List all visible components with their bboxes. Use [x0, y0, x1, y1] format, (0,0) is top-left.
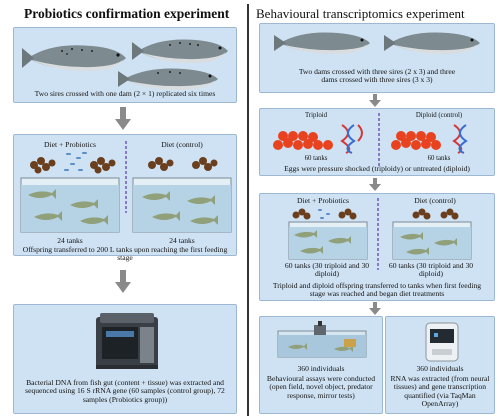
left-crossing-caption: Two sires crossed with one dam (2 × 1) r…	[34, 89, 216, 98]
behaviour-arena-icon	[277, 321, 367, 358]
left-diet-box: Diet + Probiotics Diet (control) 24 tank…	[13, 134, 237, 262]
rna-extraction-box: 360 individuals RNA was extracted (from …	[385, 316, 495, 414]
down-arrow-icon	[369, 302, 381, 315]
dashed-separator	[378, 113, 380, 167]
fish-tank-icon	[392, 221, 472, 260]
eggs-dna-icon	[391, 124, 468, 154]
tank-count-right: 24 tanks	[169, 236, 195, 245]
tank-count-right: 60 tanks (30 triploid and 30 diploid)	[388, 261, 474, 279]
salmon-icon	[274, 32, 370, 55]
diet-control-label: Diet (control)	[414, 196, 456, 205]
feed-pellets-icon	[148, 157, 218, 171]
diet-control-label: Diet (control)	[161, 140, 203, 149]
down-arrow-icon	[369, 178, 381, 191]
left-sequencing-caption: Bacterial DNA from fish gut (content + t…	[25, 378, 225, 404]
individuals-count: 360 individuals	[297, 364, 345, 373]
behaviour-assay-box: 360 individuals Behavioural assays were …	[259, 316, 383, 414]
diploid-label: Diploid (control)	[415, 112, 463, 119]
rna-extraction-caption: RNA was extracted (from neural tissues) …	[390, 374, 490, 409]
feed-pellets-icon	[30, 152, 116, 174]
salmon-icon	[384, 32, 480, 55]
tank-count-left: 60 tanks (30 triploid and 30 diploid)	[284, 261, 370, 279]
right-crossing-box: Two dams crossed with three sires (2 x 3…	[259, 23, 495, 93]
tank-count-left: 60 tanks	[304, 155, 328, 162]
sequencer-icon	[96, 313, 158, 369]
left-sequencing-box: Bacterial DNA from fish gut (content + t…	[13, 304, 237, 414]
feed-pellets-icon	[412, 208, 459, 220]
eggs-dna-icon	[273, 124, 363, 154]
dashed-separator	[377, 198, 379, 270]
down-arrow-icon	[115, 107, 131, 130]
down-arrow-icon	[369, 94, 381, 107]
down-arrow-icon	[115, 270, 131, 293]
right-diet-box: Diet + Probiotics Diet (control) 60 tank…	[259, 193, 495, 301]
left-diet-caption: Offspring transferred to 200 L tanks upo…	[22, 245, 228, 263]
dashed-separator	[125, 141, 127, 213]
diet-probiotics-label: Diet + Probiotics	[297, 196, 349, 205]
tank-count-right: 60 tanks	[427, 155, 451, 162]
triploid-label: Triploid	[304, 112, 328, 119]
individuals-count: 360 individuals	[416, 364, 464, 373]
diet-probiotics-label: Diet + Probiotics	[44, 140, 96, 149]
fish-tank-icon	[288, 221, 368, 260]
salmon-icon	[132, 39, 228, 64]
right-crossing-caption: Two dams crossed with three sires (2 x 3…	[298, 67, 456, 85]
tank-count-left: 24 tanks	[57, 236, 83, 245]
left-crossing-box: Two sires crossed with one dam (2 × 1) r…	[13, 27, 237, 103]
left-panel-title: Probiotics confirmation experiment	[24, 6, 230, 21]
right-diet-caption: Triploid and diploid offspring transferr…	[272, 281, 482, 299]
fish-tank-icon	[132, 177, 232, 233]
feed-pellets-icon	[292, 208, 357, 220]
openarray-machine-icon	[425, 322, 459, 362]
right-panel-title: Behavioural transcriptomics experiment	[256, 6, 465, 21]
panel-divider	[247, 4, 249, 416]
behaviour-assay-caption: Behavioural assays were conducted (open …	[266, 374, 376, 400]
fish-tank-icon	[20, 177, 120, 233]
right-ploidy-caption: Eggs were pressure shocked (triploidy) o…	[284, 164, 470, 173]
salmon-icon	[22, 45, 126, 72]
salmon-icon	[118, 68, 218, 91]
right-ploidy-box: Triploid Diploid (control) 60 tanks 60 t…	[259, 108, 495, 176]
